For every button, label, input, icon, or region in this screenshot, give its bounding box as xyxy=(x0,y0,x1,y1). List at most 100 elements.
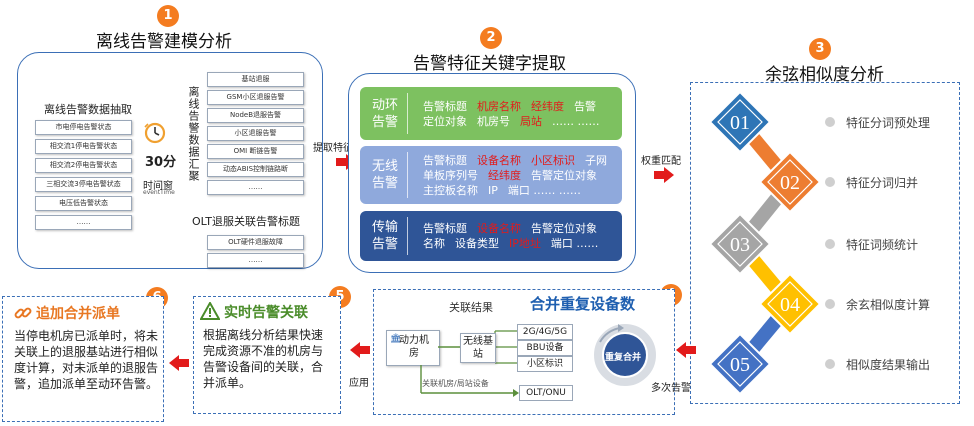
step-label: 特征分词预处理 xyxy=(846,115,930,130)
keyword: 机房名称 xyxy=(477,99,521,113)
step-diamond-inner xyxy=(717,99,763,145)
time-window-sub: eventTime xyxy=(143,189,175,196)
station-box: 无线基站 xyxy=(460,333,496,363)
arrow3-icon xyxy=(676,342,696,358)
warning-icon xyxy=(199,300,221,324)
step-diamond-inner xyxy=(717,341,763,387)
keyword: 告警定位对象 xyxy=(531,168,597,182)
step-code: 04 xyxy=(780,294,800,316)
keyword: IP xyxy=(488,183,498,197)
room-box: 🏛 动力机房 xyxy=(386,330,440,366)
keyword: 局站 xyxy=(520,114,542,128)
aggregate-item: 小区退服告警 xyxy=(207,126,304,141)
step-diamond-inner xyxy=(767,159,813,205)
step-dot xyxy=(825,117,835,127)
cosine-step: 04 余玄相似度计算 xyxy=(758,272,930,336)
band-text-line: 告警标题机房名称经纬度告警 xyxy=(423,99,606,114)
keyword: 告警标题 xyxy=(423,153,467,167)
step6-title: 追加合并派单 xyxy=(36,306,120,322)
keyword: 经纬度 xyxy=(488,168,521,182)
olt-title: OLT退服关联告警标题 xyxy=(192,215,300,228)
step-label: 余玄相似度计算 xyxy=(846,297,930,312)
step3-number-badge: 3 xyxy=(809,38,831,60)
alarm-band xyxy=(360,87,622,140)
keyword: 设备类型 xyxy=(455,237,499,250)
assoc-result-label: 关联结果 xyxy=(449,301,493,314)
step-diamond xyxy=(708,332,772,396)
keyword: 端口 …… xyxy=(550,237,599,250)
band-divider xyxy=(407,217,408,255)
band-text-line: 告警标题设备名称小区标识子网 xyxy=(423,153,617,168)
step2-number-badge: 2 xyxy=(480,27,502,49)
keyword: IP地址 xyxy=(509,237,541,250)
aggregate-item: 动态ABIS控制链路断 xyxy=(207,162,304,177)
step-code: 03 xyxy=(730,234,750,256)
aggregate-vertical-label: 离线告警数据汇聚 xyxy=(187,86,200,182)
band-text-line: 单板序列号经纬度告警定位对象 xyxy=(423,168,607,183)
step-label: 特征词频统计 xyxy=(846,237,918,252)
step-diamond xyxy=(708,90,772,154)
link-label: 关联机房/局站设备 xyxy=(422,379,489,388)
olt-item: …… xyxy=(207,253,304,268)
clock-icon xyxy=(143,121,167,149)
keyword: 设备名称 xyxy=(477,153,521,167)
multi-alarm-label: 多次告警 xyxy=(651,383,691,394)
keyword: 告警 xyxy=(574,99,596,113)
keyword: 主控板名称 xyxy=(423,183,478,197)
aggregate-item: OMI 断链告警 xyxy=(207,144,304,159)
band-label: 动环告警 xyxy=(371,97,398,130)
step5-body: 根据离线分析结果快速完成资源不准的机房与告警设备间的关联，合并派单。 xyxy=(203,328,324,390)
keyword: 设备名称 xyxy=(477,222,521,235)
step1-number-badge: 1 xyxy=(157,5,179,27)
step6-panel xyxy=(2,296,164,422)
extract-item: …… xyxy=(35,215,132,230)
step6-body: 当停电机房已派单时，将未关联上的退服基站进行相似度计算，对未派单的退服告警，追加… xyxy=(14,329,159,391)
merge-label: 重复合并 xyxy=(605,353,642,363)
step-label: 相似度结果输出 xyxy=(846,357,930,372)
step2-title: 告警特征关键字提取 xyxy=(413,54,566,74)
keyword: 名称 xyxy=(423,237,445,250)
band-text-line: 名称设备类型 IP地址端口 …… xyxy=(423,236,608,251)
aggregate-item: NodeB退服告警 xyxy=(207,108,304,123)
keyword: 单板序列号 xyxy=(423,168,478,182)
extract-item: 市电停电告警状态 xyxy=(35,120,132,135)
arrow4-icon xyxy=(169,355,189,371)
step-diamond-inner xyxy=(717,221,763,267)
olt-item: OLT硬件退服故障 xyxy=(207,235,304,250)
aggregate-item: 基站退服 xyxy=(207,72,304,87)
keyword: 小区标识 xyxy=(531,153,575,167)
cosine-step: 05 相似度结果输出 xyxy=(708,332,930,396)
step-code: 05 xyxy=(730,354,750,376)
keyword: 定位对象 xyxy=(423,114,467,128)
building-icon: 🏛 xyxy=(390,334,402,344)
aggregate-item: …… xyxy=(207,180,304,195)
olt-chip: OLT/ONU xyxy=(519,385,573,401)
keyword: 机房号 xyxy=(477,114,510,128)
step-dot xyxy=(825,239,835,249)
band-text-line: 定位对象机房号局站…… …… xyxy=(423,114,610,129)
band-label: 无线告警 xyxy=(371,159,398,191)
device-chip: 小区标识 xyxy=(517,356,573,372)
cosine-step: 03 特征词频统计 xyxy=(708,212,918,276)
step3-title: 余弦相似度分析 xyxy=(765,65,884,85)
device-chip: 2G/4G/5G xyxy=(517,324,573,340)
step-diamond xyxy=(758,272,822,336)
extract-item: 电压低告警状态 xyxy=(35,196,132,211)
step-label: 特征分词归并 xyxy=(846,175,918,190)
band-text-line: 告警标题设备名称告警定位对象 xyxy=(423,221,607,236)
step4-title: 合并重复设备数 xyxy=(530,295,636,313)
alarm-band xyxy=(360,146,622,204)
band-label: 传输告警 xyxy=(371,220,398,252)
arrow1-label: 提取特征 xyxy=(313,143,353,154)
device-chip: BBU设备 xyxy=(517,340,573,356)
keyword: 子网 xyxy=(585,153,607,167)
step1-title: 离线告警建模分析 xyxy=(96,32,232,52)
merge-cycle-icon xyxy=(594,324,656,386)
alarm-band xyxy=(360,211,622,261)
aggregate-item: GSM小区退服告警 xyxy=(207,90,304,105)
extract-item: 相交流2停电告警状态 xyxy=(35,158,132,173)
extract-title: 离线告警数据抽取 xyxy=(44,103,132,116)
